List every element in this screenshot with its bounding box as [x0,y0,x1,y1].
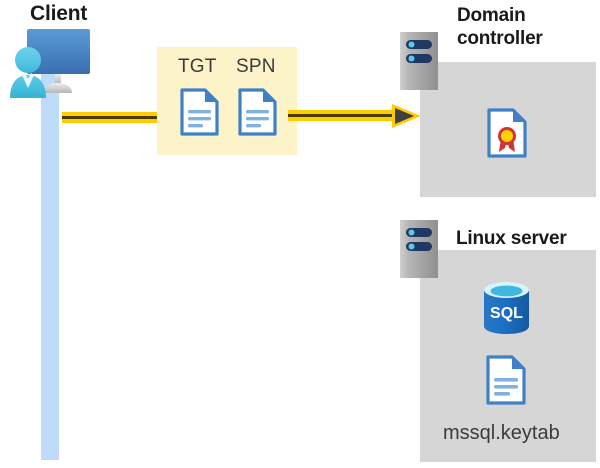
sql-database-icon: SQL [481,281,532,335]
document-icon [180,88,219,136]
certificate-document-icon [487,108,527,158]
user-at-monitor-icon [4,26,96,100]
document-icon [486,355,526,405]
spn-label: SPN [236,56,276,77]
document-icon [238,88,277,136]
client-lifeline [41,72,59,460]
svg-text:SQL: SQL [490,305,523,322]
arrow-client-to-exchange [62,110,160,123]
server-rack-icon [400,220,438,278]
tgt-label: TGT [178,56,217,77]
server-rack-icon [400,32,438,90]
linux-server-label: Linux server [456,228,567,249]
domain-controller-label: Domain controller [457,5,543,49]
right-arrow-icon [288,103,422,129]
keytab-filename-label: mssql.keytab [443,422,560,444]
client-label: Client [30,2,88,25]
